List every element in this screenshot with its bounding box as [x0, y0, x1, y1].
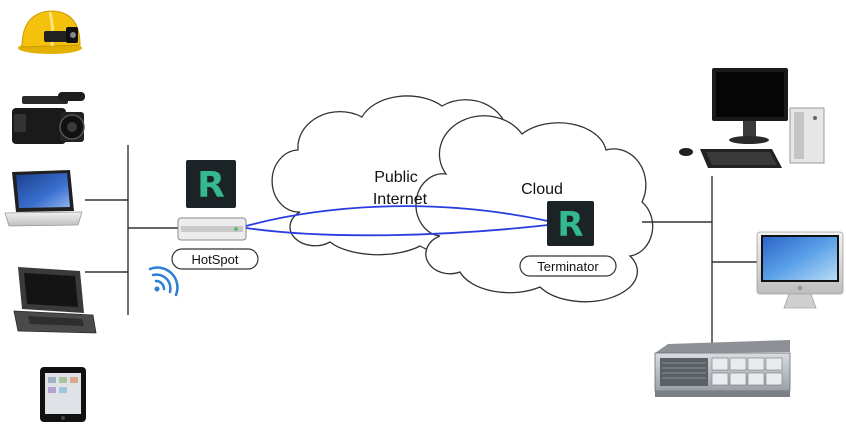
rack-server-icon: [654, 340, 791, 397]
imac-icon: [756, 231, 844, 309]
desktop-pc-icon: [679, 68, 825, 168]
tunnel-link-upper: [245, 205, 549, 227]
cloud-label: Cloud: [521, 181, 563, 198]
terminator-label-pill: Terminator: [519, 255, 617, 277]
right-lan-bus: [642, 176, 757, 345]
hard-hat-icon: [18, 10, 82, 54]
tunnel-links: [245, 205, 549, 237]
hotspot-logo-letter: R: [197, 165, 225, 206]
cloud-shape: [415, 115, 654, 303]
hotspot-router-icon: [177, 217, 247, 241]
public-internet-label-line2: Internet: [373, 191, 428, 208]
hotspot-logo: R: [186, 160, 236, 208]
rugged-laptop-icon: [13, 267, 97, 334]
terminator-logo: R: [547, 201, 594, 246]
public-internet-label-line1: Public: [374, 169, 418, 186]
macbook-laptop-icon: [4, 170, 83, 227]
wifi-icon: [148, 266, 179, 297]
hotspot-label-pill: HotSpot: [171, 248, 259, 270]
video-camera-icon: [12, 92, 85, 144]
tunnel-link-lower: [245, 224, 549, 237]
terminator-logo-letter: R: [557, 205, 583, 245]
hotspot-label: HotSpot: [192, 252, 239, 267]
ipad-tablet-icon: [40, 367, 86, 422]
terminator-label: Terminator: [537, 259, 599, 274]
left-lan-bus: [85, 145, 178, 315]
